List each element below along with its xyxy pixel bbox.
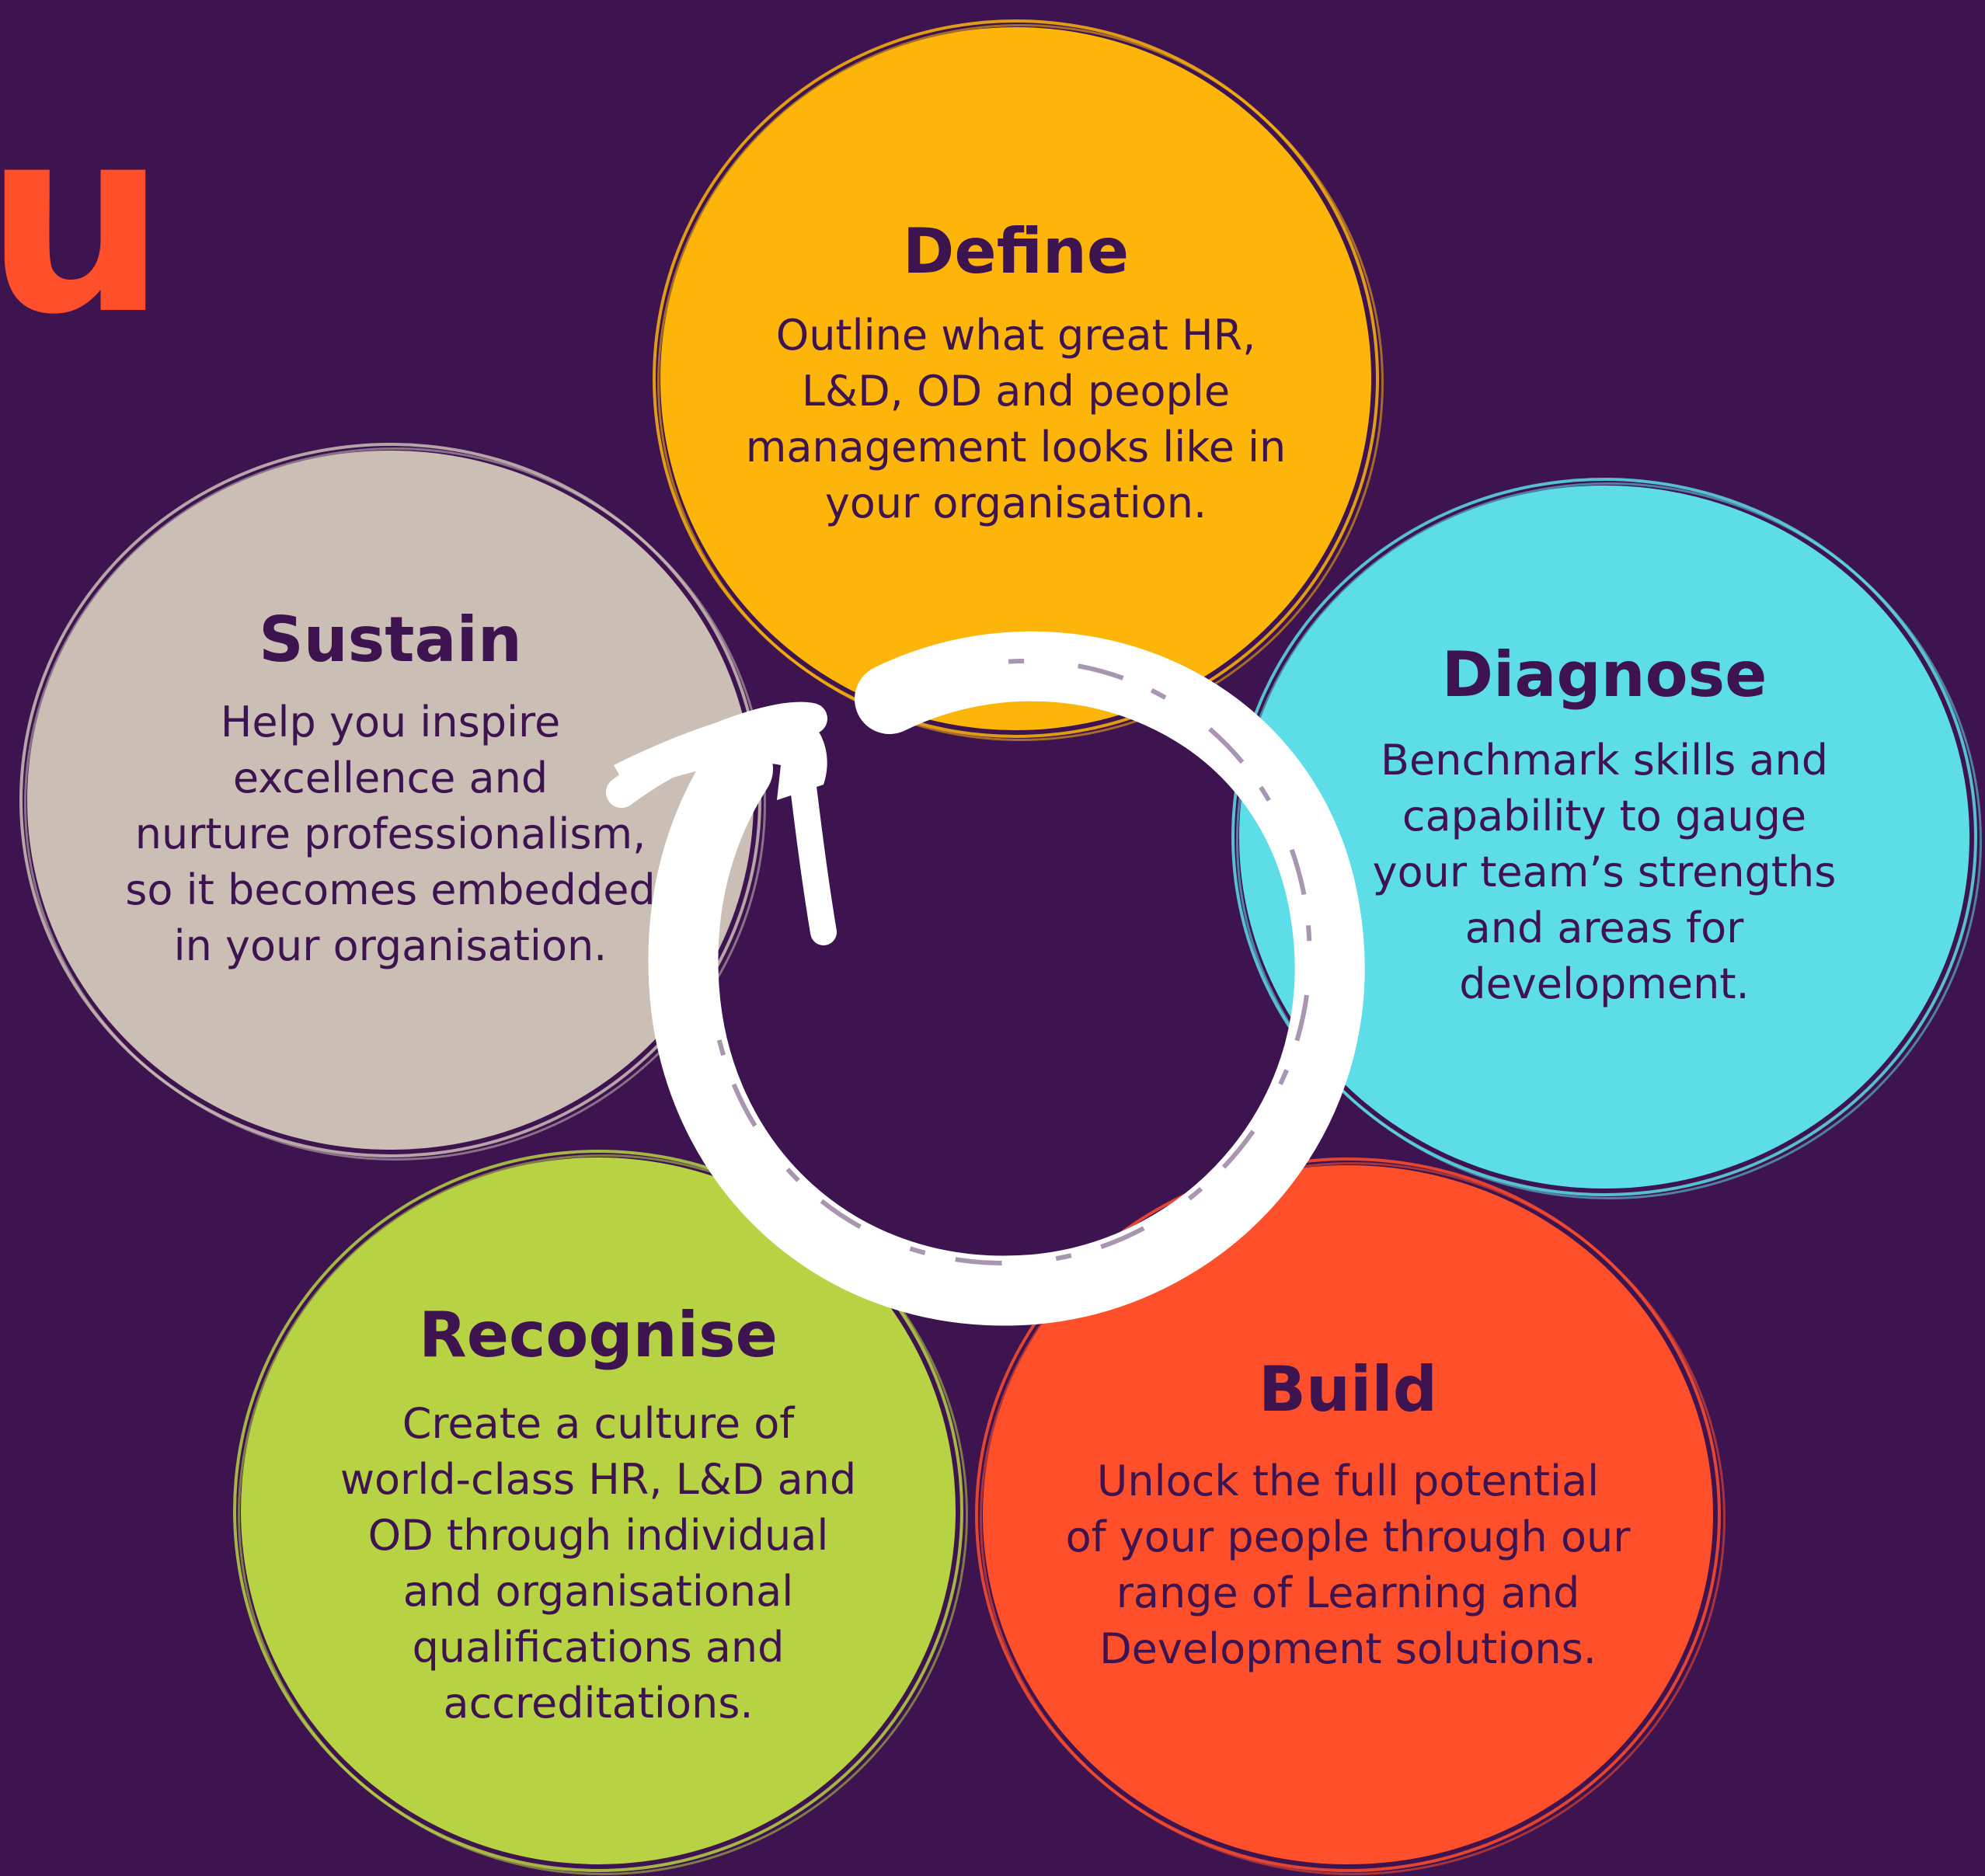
stage-recognise: Recognise Create a culture of world-clas… — [233, 1150, 968, 1875]
stage-sustain-text: Help you inspire excellence and nurture … — [125, 698, 656, 970]
stage-sustain-title: Sustain — [259, 604, 522, 676]
stage-define-title: Define — [902, 215, 1130, 287]
stage-define: Define Outline what great HR, L&D, OD an… — [653, 19, 1384, 741]
stage-diagnose: Diagnose Benchmark skills and capability… — [1231, 478, 1982, 1199]
stage-diagnose-title: Diagnose — [1441, 639, 1767, 711]
stage-build-text: Unlock the full potential of your people… — [1065, 1457, 1631, 1673]
stage-recognise-text: Create a culture of world-class HR, L&D … — [340, 1399, 857, 1728]
cycle-arrow-shaft — [783, 717, 837, 945]
cycle-ring-texture — [709, 659, 1312, 1265]
stage-sustain: Sustain Help you inspire excellence and … — [19, 443, 766, 1161]
stage-diagnose-text: Benchmark skills and capability to gauge… — [1372, 736, 1837, 1008]
brand-logo: u — [0, 72, 167, 371]
stage-build: Build Unlock the full potential of your … — [975, 1157, 1726, 1875]
stage-recognise-title: Recognise — [419, 1299, 778, 1371]
stage-build-title: Build — [1258, 1353, 1438, 1425]
stage-define-text: Outline what great HR, L&D, OD and peopl… — [745, 311, 1287, 527]
